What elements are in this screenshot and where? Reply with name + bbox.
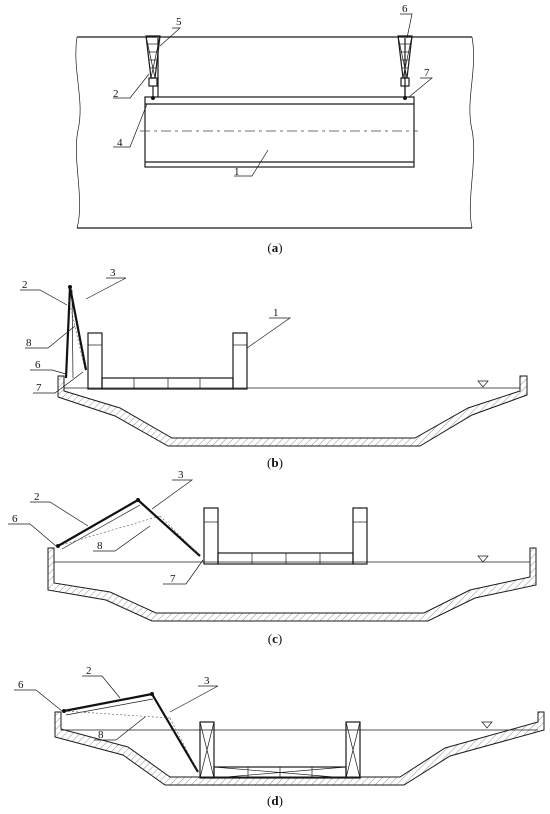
label-7: 7	[170, 573, 176, 585]
pontoon-left	[203, 507, 219, 565]
panel-a: 1 2 4 5 6 7 (a)	[75, 3, 475, 255]
leader-3	[151, 479, 194, 510]
caption-d: (d)	[267, 793, 283, 808]
floating-body	[144, 96, 415, 168]
tower-left	[145, 35, 161, 100]
leader-6	[14, 689, 63, 712]
label-1: 1	[234, 166, 240, 178]
label-8: 8	[97, 540, 103, 552]
leader-3	[85, 277, 127, 300]
leader-5	[159, 27, 181, 47]
leader-8	[94, 716, 146, 741]
leader-7	[33, 371, 84, 394]
label-6: 6	[402, 3, 408, 15]
pontoon-right	[232, 332, 248, 390]
caption-b: (b)	[267, 455, 283, 470]
label-5: 5	[176, 16, 182, 28]
label-7: 7	[424, 67, 430, 79]
label-3: 3	[178, 469, 184, 481]
label-3: 3	[110, 267, 116, 279]
leader-1	[234, 149, 269, 177]
caption-a: (a)	[267, 240, 282, 255]
leader-6	[30, 369, 67, 375]
water-level-icon	[477, 555, 489, 563]
leader-6	[8, 523, 57, 547]
panel-c: 2 3 6 7 8 (c)	[8, 469, 537, 646]
pontoon-left	[199, 721, 215, 779]
leader-2	[20, 289, 68, 306]
label-6: 6	[12, 513, 18, 525]
leader-2	[30, 501, 89, 527]
leader-2	[82, 675, 121, 699]
channel-bed	[57, 375, 528, 447]
channel-bed	[54, 711, 545, 786]
label-8: 8	[98, 729, 104, 741]
label-6: 6	[18, 679, 24, 691]
label-2: 2	[22, 279, 28, 291]
label-4: 4	[117, 137, 123, 149]
label-7: 7	[36, 382, 42, 394]
leader-8	[93, 525, 151, 552]
panel-d: 2 3 6 8 (d)	[14, 665, 545, 808]
label-6: 6	[35, 359, 41, 371]
label-1: 1	[273, 307, 279, 319]
panel-b: 1 2 3 6 7 8 (b)	[20, 267, 528, 470]
label-2: 2	[113, 88, 119, 100]
deck	[217, 552, 354, 565]
water-level-icon	[481, 721, 493, 729]
leader-7	[408, 77, 433, 98]
pontoon-left	[87, 332, 103, 390]
break-line-left	[75, 36, 81, 229]
channel-bed	[47, 547, 537, 622]
leader-4	[113, 103, 148, 148]
water-level-icon	[477, 380, 489, 388]
leader-8	[25, 325, 76, 349]
label-2: 2	[86, 665, 92, 677]
break-line-right	[469, 36, 475, 229]
pontoon-right	[352, 507, 368, 565]
boom-lowered	[62, 692, 199, 773]
boom-lowering	[56, 498, 201, 557]
leader-7	[163, 559, 204, 585]
boom-raised	[64, 285, 88, 379]
pontoon-right	[345, 721, 361, 779]
leader-6	[400, 13, 413, 39]
leader-3	[169, 685, 219, 713]
leader-2	[113, 73, 150, 99]
deck	[101, 377, 234, 390]
label-2: 2	[34, 491, 40, 503]
label-3: 3	[204, 675, 210, 687]
label-8: 8	[26, 337, 32, 349]
leader-1	[246, 317, 292, 349]
caption-c: (c)	[268, 631, 282, 646]
